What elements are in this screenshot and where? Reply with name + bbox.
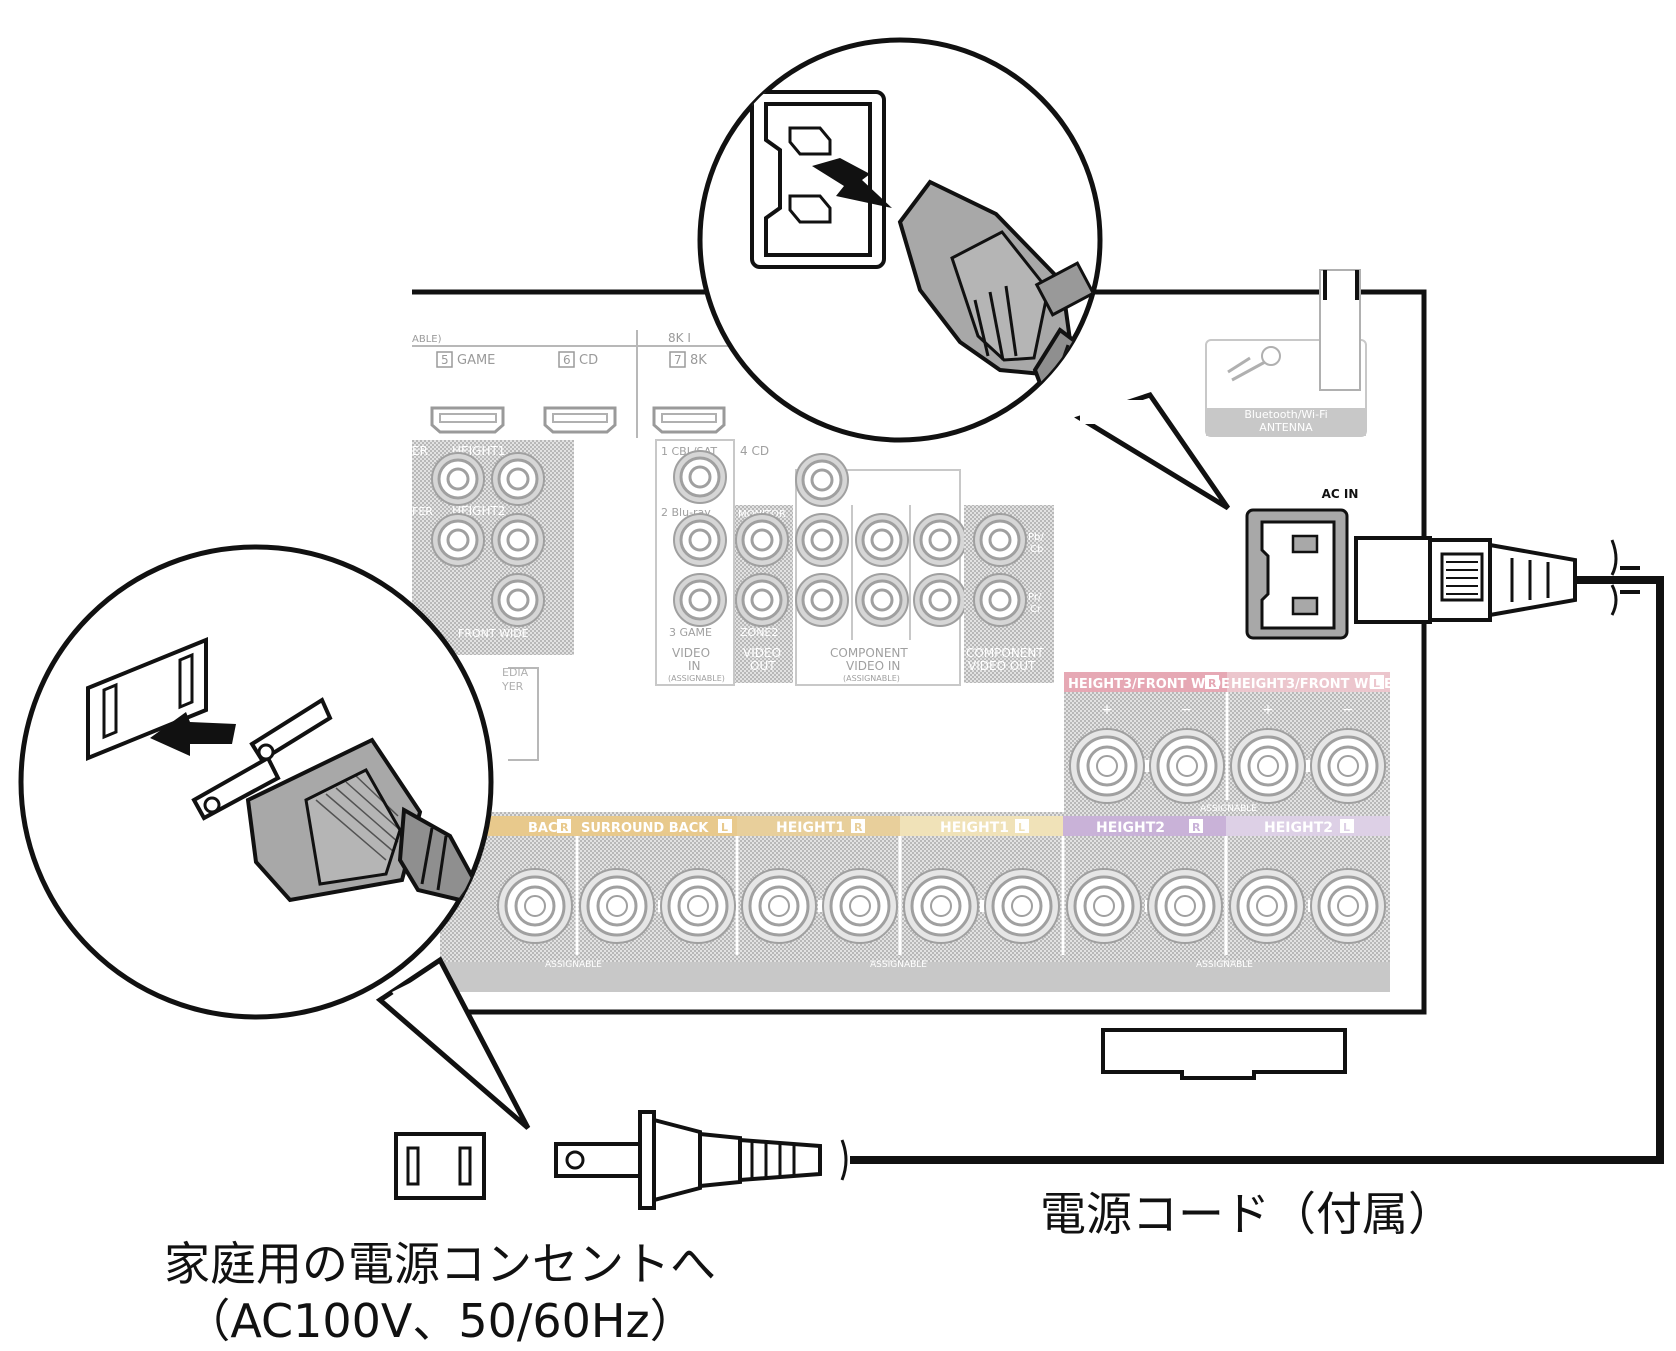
- svg-text:(ASSIGNABLE): (ASSIGNABLE): [668, 674, 725, 683]
- svg-text:HEIGHT3/FRONT WIDE: HEIGHT3/FRONT WIDE: [1231, 677, 1393, 692]
- svg-text:R: R: [1192, 821, 1201, 834]
- power-cord-caption: 電源コード（付属）: [1040, 1187, 1454, 1241]
- svg-text:HEIGHT2: HEIGHT2: [1264, 820, 1333, 836]
- svg-text:+: +: [1262, 702, 1274, 718]
- svg-text:−: −: [1180, 702, 1192, 718]
- outlet-caption-line2: （AC100V、50/60Hz）: [184, 1294, 696, 1348]
- component-out-block: Pb/ Cb Pr/ Cr COMPONENT VIDEO OUT: [964, 505, 1054, 683]
- receiver-foot: [1101, 1028, 1347, 1080]
- svg-text:VIDEO: VIDEO: [672, 646, 710, 660]
- hdmi-port-cd: [543, 406, 617, 434]
- svg-text:ZONE2: ZONE2: [740, 626, 778, 639]
- hdmi-5-number: 5: [441, 353, 449, 367]
- power-cord: [394, 536, 1664, 1210]
- svg-text:+: +: [1101, 702, 1113, 718]
- svg-text:L: L: [1343, 821, 1350, 834]
- height3-terminals: HEIGHT3/FRONT WIDE R HEIGHT3/FRONT WIDE …: [1064, 672, 1393, 814]
- receiver-rear-panel: ABLE) 8K I 5 GAME 6 CD 7 8K HEIGHT1 E: [412, 269, 1427, 1080]
- ac-in-inlet: [1245, 508, 1349, 640]
- svg-text:ASSIGNABLE: ASSIGNABLE: [870, 960, 927, 970]
- svg-text:Pb/: Pb/: [1028, 532, 1044, 543]
- svg-text:IN: IN: [688, 659, 701, 673]
- svg-text:VIDEO: VIDEO: [743, 646, 781, 660]
- wall-outlet: [394, 1132, 486, 1200]
- callout-ac-inlet: [697, 37, 1231, 511]
- svg-text:HEIGHT3/FRONT WIDE: HEIGHT3/FRONT WIDE: [1068, 677, 1230, 692]
- video-out-block: MONITOR ZONE2 VIDEO OUT: [734, 505, 793, 683]
- hdmi-7-number: 7: [674, 353, 682, 367]
- svg-text:COMPONENT: COMPONENT: [966, 646, 1044, 660]
- svg-text:R: R: [560, 821, 569, 834]
- wall-plug: [554, 1110, 822, 1210]
- svg-text:YER: YER: [501, 680, 524, 693]
- hdmi-port-8k: [652, 406, 726, 434]
- hdmi-header-assignable: ABLE): [412, 334, 442, 345]
- insert-arrow-icon: [150, 712, 236, 756]
- svg-text:SURROUND BACK: SURROUND BACK: [581, 821, 709, 836]
- svg-text:4 CD: 4 CD: [740, 444, 769, 458]
- front-wide-label: FRONT WIDE: [458, 627, 529, 640]
- svg-text:VIDEO OUT: VIDEO OUT: [968, 659, 1036, 673]
- svg-text:OUT: OUT: [750, 659, 776, 673]
- svg-text:Cr: Cr: [1030, 604, 1042, 615]
- bluetooth-wifi-antenna: Bluetooth/Wi-Fi ANTENNA: [1205, 269, 1367, 437]
- svg-text:3 GAME: 3 GAME: [669, 626, 712, 639]
- svg-text:−: −: [1342, 702, 1354, 718]
- pre-out-block: HEIGHT1 ER FER HEIGHT2 FRONT WIDE: [412, 440, 574, 655]
- svg-text:FER: FER: [412, 505, 433, 518]
- svg-text:Bluetooth/Wi-Fi: Bluetooth/Wi-Fi: [1244, 408, 1327, 421]
- svg-text:ER: ER: [412, 444, 428, 458]
- svg-text:L: L: [1373, 677, 1380, 690]
- hdmi-6-number: 6: [563, 353, 571, 367]
- svg-text:R: R: [1208, 677, 1217, 690]
- svg-text:ASSIGNABLE: ASSIGNABLE: [545, 960, 602, 970]
- outlet-caption-line1: 家庭用の電源コンセントへ: [164, 1237, 716, 1291]
- svg-text:COMPONENT: COMPONENT: [830, 646, 908, 660]
- video-in-block: 1 CBL/SAT 2 Blu-ray 3 GAME VIDEO IN (ASS…: [655, 439, 735, 686]
- insert-arrow-icon: [812, 158, 892, 208]
- hdmi-port-game: [430, 406, 505, 434]
- svg-text:HEIGHT1: HEIGHT1: [940, 820, 1009, 836]
- svg-text:Pr/: Pr/: [1028, 592, 1042, 603]
- hdmi-header-8k: 8K I: [668, 331, 691, 345]
- svg-text:ASSIGNABLE: ASSIGNABLE: [1200, 804, 1257, 814]
- hdmi-game-label: GAME: [457, 353, 495, 368]
- component-in-block: COMPONENT VIDEO IN (ASSIGNABLE): [794, 452, 968, 686]
- ac-in-label: AC IN: [1322, 487, 1359, 501]
- speaker-terminals: S BACK R SURROUND BACK L HEIGHT1 R HEIGH…: [440, 812, 1390, 992]
- hdmi-8k-label: 8K: [690, 353, 707, 368]
- svg-text:HEIGHT1: HEIGHT1: [776, 820, 845, 836]
- antenna-connector-icon: [1227, 346, 1281, 382]
- svg-text:HEIGHT2: HEIGHT2: [1096, 820, 1165, 836]
- svg-text:VIDEO IN: VIDEO IN: [846, 659, 900, 673]
- svg-text:ANTENNA: ANTENNA: [1259, 421, 1313, 434]
- svg-text:Cb: Cb: [1030, 544, 1043, 555]
- svg-text:EDIA: EDIA: [502, 666, 529, 679]
- svg-text:L: L: [721, 821, 728, 834]
- svg-text:L: L: [1018, 821, 1025, 834]
- callout-wall-outlet: [18, 544, 531, 1130]
- svg-text:R: R: [854, 821, 863, 834]
- iec-connector: [1354, 536, 1577, 624]
- hdmi-cd-label: CD: [579, 353, 598, 368]
- svg-text:(ASSIGNABLE): (ASSIGNABLE): [843, 674, 900, 683]
- svg-text:ASSIGNABLE: ASSIGNABLE: [1196, 960, 1253, 970]
